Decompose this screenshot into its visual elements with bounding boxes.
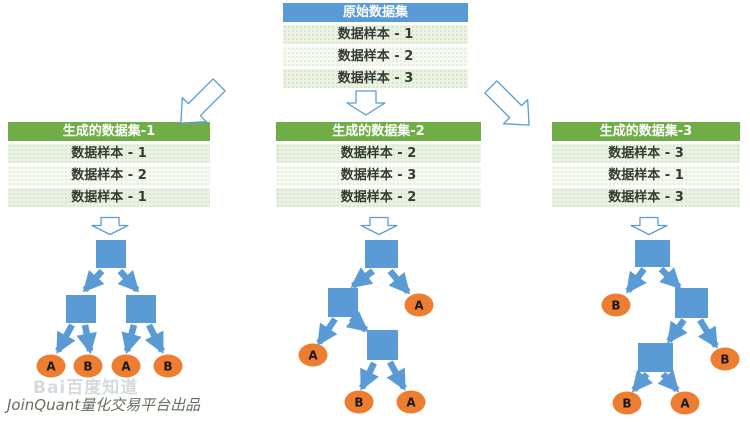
tree-1-leaf-label: B	[83, 360, 92, 374]
generated-dataset-1-header: 生成的数据集-1	[8, 122, 210, 141]
tree-3-leaf-label: B	[720, 353, 729, 367]
tree-2-branch-arrow-icon	[386, 360, 407, 391]
tree-2-leaf-node	[396, 390, 426, 414]
tree-2-leaf-label: A	[308, 349, 318, 363]
tree-3-leaf-label: B	[622, 397, 631, 411]
flow-arrow-icon	[180, 78, 226, 124]
brand-watermark: JoinQuant量化交易平台出品	[7, 396, 201, 414]
tree-2-branch-arrow-icon	[387, 268, 411, 295]
table-row: 数据样本 - 3	[283, 69, 468, 88]
tree-3-decision-node	[675, 288, 708, 318]
tree-1-branch-arrow-icon	[76, 324, 97, 355]
table-row: 数据样本 - 1	[8, 188, 210, 207]
tree-input-arrow-icon	[91, 216, 129, 236]
tree-1-leaf-node	[111, 354, 141, 378]
tree-2-branch-arrow-icon	[350, 267, 375, 289]
tree-3-leaf-node	[710, 347, 740, 371]
tree-2-leaf-label: B	[354, 396, 363, 410]
tree-3-branch-arrow-icon	[657, 369, 680, 393]
flow-arrow-icon	[484, 80, 530, 126]
tree-1-branch-arrow-icon	[144, 323, 165, 354]
tree-1-leaf-node	[73, 354, 103, 378]
tree-2-decision-node	[367, 330, 398, 360]
generated-dataset-2-header: 生成的数据集-2	[276, 122, 481, 141]
tree-2-leaf-node	[298, 343, 328, 367]
tree-3-branch-arrow-icon	[631, 369, 654, 393]
tree-1-leaf-node	[36, 354, 66, 378]
table-row: 数据样本 - 3	[276, 166, 481, 185]
table-row: 数据样本 - 2	[276, 188, 481, 207]
tree-2-decision-node	[365, 240, 398, 268]
tree-1-branch-arrow-icon	[55, 323, 76, 354]
tree-2-leaf-node	[404, 293, 434, 317]
tree-1-leaf-label: B	[163, 360, 172, 374]
tree-3-branch-arrow-icon	[625, 267, 647, 294]
tree-2-branch-arrow-icon	[359, 361, 379, 391]
table-row: 数据样本 - 2	[8, 166, 210, 185]
tree-1-branch-arrow-icon	[121, 324, 142, 355]
tree-1-decision-node	[66, 295, 96, 323]
table-row: 数据样本 - 1	[8, 144, 210, 163]
flow-arrow-icon	[346, 90, 386, 116]
tree-3-branch-arrow-icon	[658, 266, 682, 290]
original-dataset-header: 原始数据集	[283, 3, 468, 22]
tree-2-branch-arrow-icon	[316, 317, 338, 346]
tree-input-arrow-icon	[360, 216, 398, 236]
faint-watermark: Bai百度知道	[33, 378, 139, 398]
tree-1-leaf-label: A	[121, 360, 131, 374]
table-row: 数据样本 - 1	[283, 25, 468, 44]
table-row: 数据样本 - 3	[552, 188, 740, 207]
table-row: 数据样本 - 2	[283, 47, 468, 66]
tree-1-branch-arrow-icon	[117, 268, 140, 293]
tree-1-decision-node	[96, 240, 126, 268]
table-row: 数据样本 - 2	[276, 144, 481, 163]
tree-3-leaf-label: B	[611, 299, 620, 313]
tree-3-branch-arrow-icon	[666, 318, 688, 344]
tree-3-leaf-node	[601, 293, 631, 317]
generated-dataset-3-header: 生成的数据集-3	[552, 122, 740, 141]
tree-3-leaf-node	[612, 391, 642, 415]
original-dataset-table: 原始数据集 数据样本 - 1 数据样本 - 2 数据样本 - 3	[283, 3, 468, 88]
tree-1-leaf-node	[153, 354, 183, 378]
table-row: 数据样本 - 3	[552, 144, 740, 163]
tree-2-leaf-node	[344, 390, 374, 414]
tree-1-branch-arrow-icon	[82, 268, 105, 293]
tree-2-branch-arrow-icon	[345, 310, 369, 333]
generated-dataset-table-1: 生成的数据集-1 数据样本 - 1 数据样本 - 2 数据样本 - 1	[8, 122, 210, 207]
tree-2-leaf-label: A	[406, 396, 416, 410]
tree-3-leaf-label: A	[680, 397, 690, 411]
table-row: 数据样本 - 1	[552, 166, 740, 185]
tree-2-decision-node	[328, 288, 358, 317]
generated-dataset-table-2: 生成的数据集-2 数据样本 - 2 数据样本 - 3 数据样本 - 2	[276, 122, 481, 207]
tree-3-decision-node	[635, 240, 670, 267]
tree-1-leaf-label: A	[46, 360, 56, 374]
tree-1-decision-node	[126, 295, 156, 323]
tree-3-leaf-node	[670, 391, 700, 415]
tree-3-decision-node	[638, 343, 673, 372]
tree-input-arrow-icon	[630, 216, 668, 236]
generated-dataset-table-3: 生成的数据集-3 数据样本 - 3 数据样本 - 1 数据样本 - 3	[552, 122, 740, 207]
tree-3-branch-arrow-icon	[697, 318, 719, 349]
tree-2-leaf-label: A	[414, 299, 424, 313]
